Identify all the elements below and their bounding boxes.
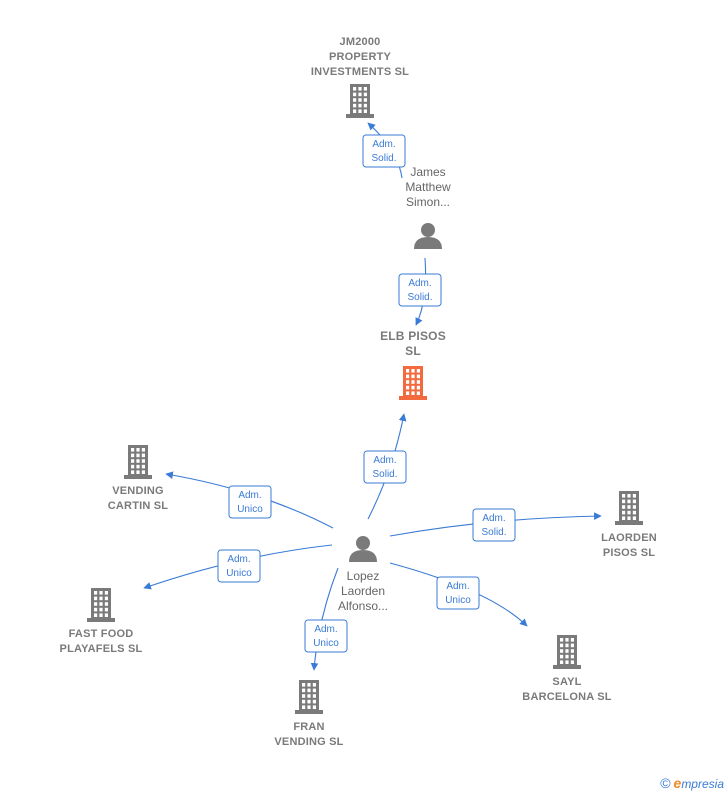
- edge-role-label[interactable]: Adm. Solid.: [472, 508, 516, 542]
- footer-brand[interactable]: ©empresia: [660, 775, 724, 791]
- edge-role-text: Adm.: [446, 581, 469, 592]
- node-lopez[interactable]: LopezLaordenAlfonso...: [338, 536, 388, 613]
- node-label-line: SAYL: [552, 676, 581, 688]
- node-label-line: Laorden: [341, 584, 385, 598]
- edge-role-text: Unico: [313, 638, 339, 649]
- node-label-line: ELB PISOS: [380, 329, 446, 343]
- edge-role-text: Adm.: [238, 490, 261, 501]
- node-label-line: LAORDEN: [601, 532, 657, 544]
- node-label-line: FAST FOOD: [69, 628, 134, 640]
- edge-role-label[interactable]: Adm. Unico: [228, 485, 272, 519]
- edge-role-text: Unico: [226, 568, 252, 579]
- node-label-line: Lopez: [347, 569, 380, 583]
- brand-name-rest: mpresia: [681, 777, 724, 791]
- edge-role-text: Unico: [445, 595, 471, 606]
- node-label-line: INVESTMENTS SL: [311, 66, 409, 78]
- node-label-line: FRAN: [293, 721, 324, 733]
- person-icon: [349, 536, 377, 562]
- edge-role-text: Adm.: [372, 139, 395, 150]
- edge-role-text: Solid.: [407, 292, 432, 303]
- node-label-line: VENDING: [112, 485, 164, 497]
- building-icon: [124, 445, 152, 479]
- edge-labels-layer: Adm.Solid.Adm.Solid.Adm.Solid.Adm.UnicoA…: [217, 134, 516, 653]
- edge-role-label[interactable]: Adm. Solid.: [363, 450, 407, 484]
- node-label-line: CARTIN SL: [108, 500, 169, 512]
- person-icon: [414, 223, 442, 249]
- edge-role-box: [436, 576, 480, 610]
- building-icon: [615, 491, 643, 525]
- node-label-line: PLAYAFELS SL: [60, 643, 143, 655]
- node-label-line: SL: [405, 344, 421, 358]
- edge-role-box: [362, 134, 406, 168]
- node-label-line: Simon...: [406, 195, 450, 209]
- node-label-line: PROPERTY: [329, 51, 392, 63]
- copyright-symbol: ©: [660, 775, 671, 791]
- node-sayl[interactable]: SAYL BARCELONA SL: [522, 635, 612, 703]
- edge-role-box: [304, 619, 348, 653]
- node-label-line: JM2000: [340, 36, 381, 48]
- edge-role-text: Solid.: [371, 153, 396, 164]
- node-label-line: James: [410, 165, 445, 179]
- node-label-line: PISOS SL: [603, 547, 655, 559]
- edge-role-text: Adm.: [314, 624, 337, 635]
- edge-role-text: Unico: [237, 504, 263, 515]
- edge-role-text: Adm.: [227, 554, 250, 565]
- edge-role-box: [472, 508, 516, 542]
- building-icon: [399, 366, 427, 400]
- brand-initial: e: [673, 775, 682, 791]
- edge-role-label[interactable]: Adm. Unico: [217, 549, 261, 583]
- node-label-line: BARCELONA SL: [522, 691, 611, 703]
- edge-role-box: [217, 549, 261, 583]
- edge-role-text: Adm.: [482, 513, 505, 524]
- building-icon: [346, 84, 374, 118]
- edge-role-text: Solid.: [372, 469, 397, 480]
- building-icon: [295, 680, 323, 714]
- edge-lopez-fran-vending: [310, 567, 339, 671]
- edge-role-box: [363, 450, 407, 484]
- building-icon: [87, 588, 115, 622]
- edge-role-text: Solid.: [481, 527, 506, 538]
- node-label-line: Matthew: [405, 180, 451, 194]
- node-fast-food[interactable]: FAST FOOD PLAYAFELS SL: [60, 588, 143, 655]
- edge-role-label[interactable]: Adm. Solid.: [362, 134, 406, 168]
- edge-role-text: Adm.: [408, 278, 431, 289]
- node-label-line: VENDING SL: [274, 736, 343, 748]
- edge-role-label[interactable]: Adm. Unico: [436, 576, 480, 610]
- edge-role-label[interactable]: Adm. Unico: [304, 619, 348, 653]
- node-fran-vending[interactable]: FRAN VENDING SL: [274, 680, 343, 748]
- building-icon: [553, 635, 581, 669]
- node-laorden[interactable]: LAORDEN PISOS SL: [601, 491, 657, 559]
- node-vending-cartin[interactable]: VENDING CARTIN SL: [108, 445, 169, 512]
- node-james[interactable]: JamesMatthewSimon...: [405, 165, 451, 249]
- edge-role-label[interactable]: Adm. Solid.: [398, 273, 442, 307]
- edge-role-box: [228, 485, 272, 519]
- node-label-line: Alfonso...: [338, 599, 388, 613]
- edge-role-text: Adm.: [373, 455, 396, 466]
- edge-role-box: [398, 273, 442, 307]
